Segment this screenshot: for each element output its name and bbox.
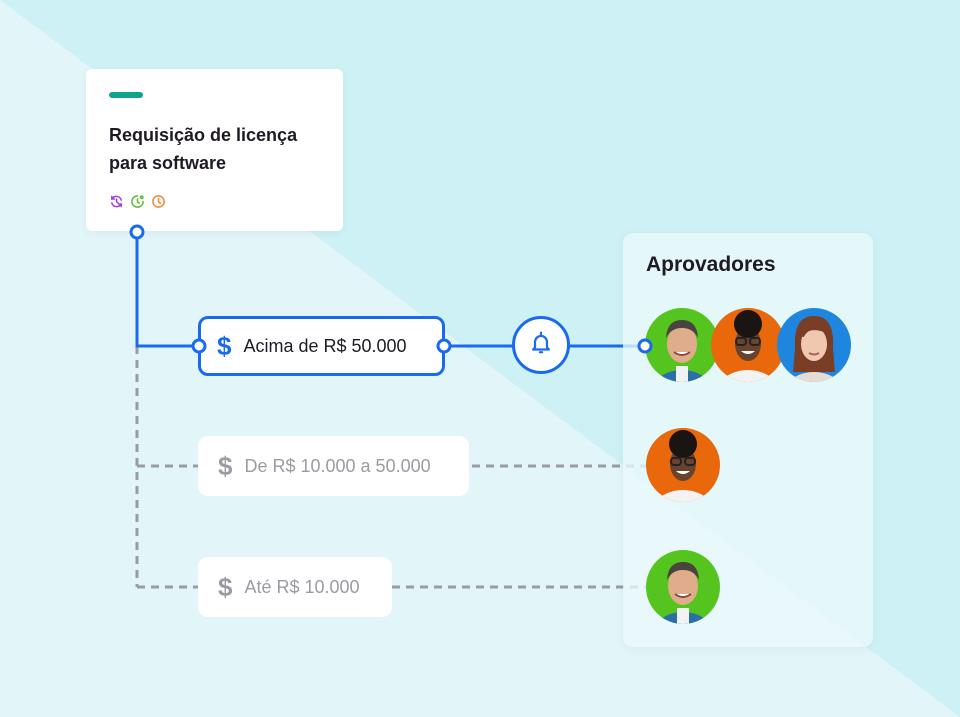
- status-icons: [109, 194, 166, 209]
- rule-10000-to-50000[interactable]: $ De R$ 10.000 a 50.000: [198, 436, 469, 496]
- dollar-icon: $: [218, 450, 233, 481]
- card-accent-bar: [109, 92, 143, 98]
- rule-up-to-10000[interactable]: $ Até R$ 10.000: [198, 557, 392, 617]
- bell-icon: [528, 330, 554, 361]
- request-card[interactable]: Requisição de licença para software: [86, 69, 343, 231]
- dollar-icon: $: [217, 330, 232, 361]
- dollar-icon: $: [218, 571, 233, 602]
- rule-label: Até R$ 10.000: [244, 576, 360, 597]
- sync-icon: [109, 194, 124, 209]
- notification-node[interactable]: [512, 316, 570, 374]
- rule-label: De R$ 10.000 a 50.000: [244, 455, 431, 476]
- clock-icon: [151, 194, 166, 209]
- avatar-approver-man[interactable]: [645, 308, 719, 382]
- rule-above-50000[interactable]: $ Acima de R$ 50.000: [198, 316, 445, 376]
- clock-check-icon: [130, 194, 145, 209]
- avatar-approver-woman-redhair[interactable]: [777, 308, 851, 382]
- avatar-approver-woman-glasses[interactable]: [711, 308, 785, 382]
- approvers-title: Aprovadores: [646, 253, 776, 276]
- request-title: Requisição de licença para software: [109, 125, 298, 173]
- avatar-approver-man[interactable]: [646, 550, 720, 624]
- avatar-approver-woman-glasses[interactable]: [646, 428, 720, 502]
- rule-label: Acima de R$ 50.000: [243, 335, 407, 356]
